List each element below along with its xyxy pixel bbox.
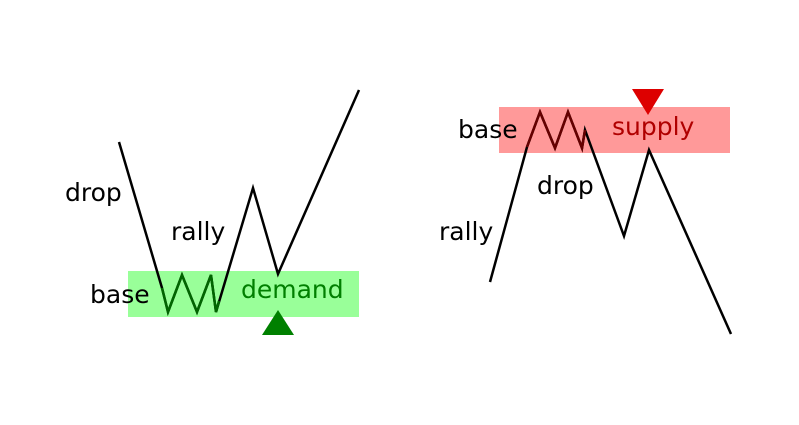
down-triangle-icon bbox=[632, 89, 664, 115]
supply-zone-label: supply bbox=[612, 112, 695, 141]
demand-pattern: drop rally base demand bbox=[65, 89, 361, 335]
supply-zone bbox=[499, 107, 730, 153]
supply-drop-label: drop bbox=[537, 171, 594, 200]
demand-rally-label: rally bbox=[171, 217, 225, 246]
supply-pattern: base drop rally supply bbox=[439, 89, 733, 335]
supply-base-zigzag bbox=[525, 108, 587, 153]
demand-drop-label: drop bbox=[65, 178, 122, 207]
demand-base-label: base bbox=[90, 280, 150, 309]
up-triangle-icon bbox=[262, 310, 294, 335]
demand-zone-label: demand bbox=[241, 275, 344, 304]
supply-rally-label: rally bbox=[439, 217, 493, 246]
demand-base-zigzag bbox=[160, 271, 221, 317]
supply-base-label: base bbox=[458, 115, 518, 144]
